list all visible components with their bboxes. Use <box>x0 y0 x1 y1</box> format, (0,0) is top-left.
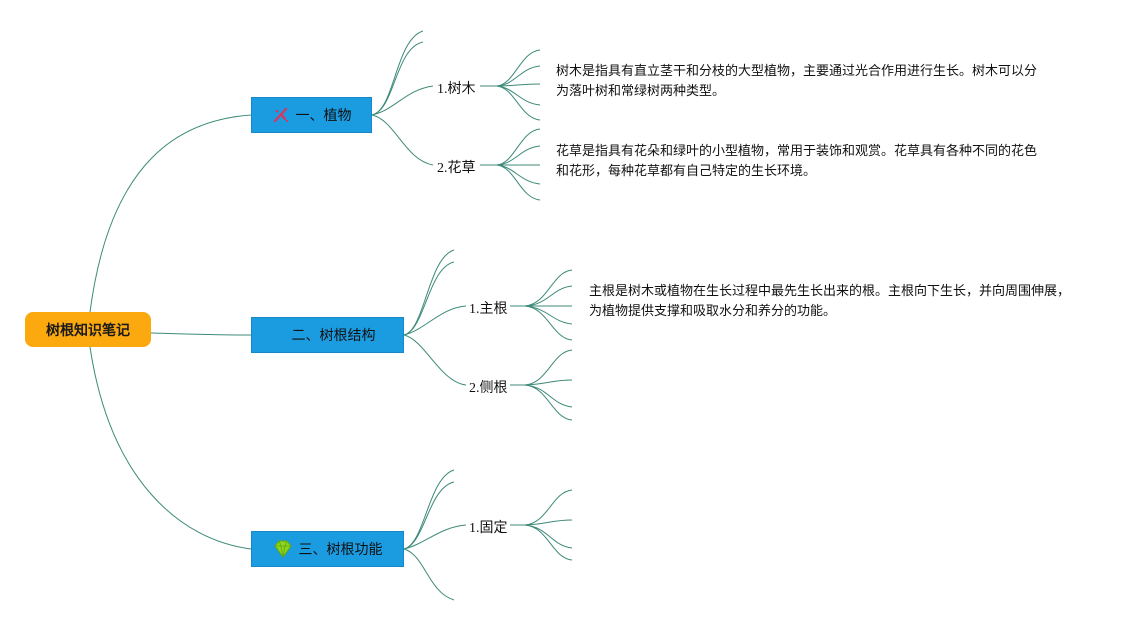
topic-lateral-root[interactable]: 2.侧根 <box>469 381 508 396</box>
note-trees: 树木是指具有直立茎干和分枝的大型植物，主要通过光合作用进行生长。树木可以分为落叶… <box>556 64 1038 99</box>
root-node[interactable]: 树根知识笔记 <box>25 312 151 347</box>
note-main-root: 主根是树木或植物在生长过程中最先生长出来的根。主根向下生长，并向周围伸展，为植物… <box>589 284 1071 319</box>
root-label: 树根知识笔记 <box>46 322 130 339</box>
branch-node-root-structure[interactable]: 二、树根结构 <box>251 317 404 353</box>
branch-label: 二、树根结构 <box>291 328 376 344</box>
diamond-icon <box>273 540 293 558</box>
branch-node-plants[interactable]: 一、植物 <box>251 97 372 133</box>
topic-flowers[interactable]: 2.花草 <box>437 161 476 176</box>
branch-label: 三、树根功能 <box>298 542 383 558</box>
sparkles-icon <box>272 106 290 124</box>
topic-anchoring[interactable]: 1.固定 <box>469 521 508 536</box>
branch-node-root-function[interactable]: 三、树根功能 <box>251 531 404 567</box>
note-flowers: 花草是指具有花朵和绿叶的小型植物，常用于装饰和观赏。花草具有各种不同的花色和花形… <box>556 144 1038 179</box>
topic-main-root[interactable]: 1.主根 <box>469 302 508 317</box>
topic-trees[interactable]: 1.树木 <box>437 82 476 97</box>
branch-label: 一、植物 <box>295 108 352 124</box>
